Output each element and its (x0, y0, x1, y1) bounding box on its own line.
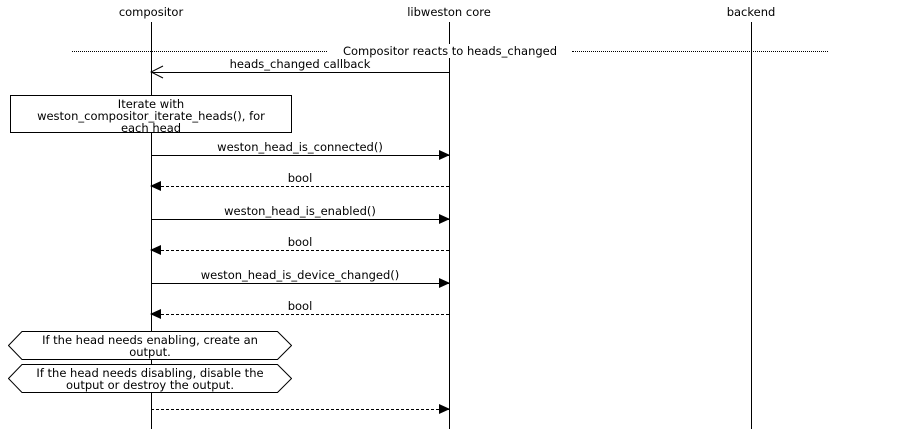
message-label: weston_head_is_device_changed() (200, 268, 400, 282)
arrowhead-filled-left-icon (150, 181, 161, 191)
divider-line-left (72, 51, 327, 52)
note-head-needs-enabling: If the head needs enabling, create an ou… (8, 331, 292, 360)
arrowhead-filled-left-icon (150, 245, 161, 255)
note-iterate-heads: Iterate with weston_compositor_iterate_h… (10, 95, 292, 134)
message-label: bool (287, 235, 313, 249)
hexagon-shape-icon (8, 331, 292, 360)
arrowhead-filled-right-icon (439, 404, 450, 414)
arrowhead-filled-left-icon (150, 309, 161, 319)
arrowhead-filled-right-icon (439, 150, 450, 160)
participant-label-backend: backend (726, 5, 776, 19)
message-label: bool (287, 171, 313, 185)
note-head-needs-disabling: If the head needs disabling, disable the… (8, 364, 292, 393)
participant-label-compositor: compositor (118, 5, 184, 19)
message-line (151, 72, 449, 73)
message-label: heads_changed callback (229, 57, 371, 71)
lifeline-libweston-core (449, 22, 450, 429)
lifeline-backend (751, 22, 752, 429)
divider-compositor-reacts: Compositor reacts to heads_changed (0, 44, 900, 58)
hexagon-shape-icon (8, 364, 292, 393)
message-label: weston_head_is_enabled() (224, 204, 376, 218)
note-text: If the head needs disabling, disable the… (36, 365, 264, 392)
arrowhead-filled-right-icon (439, 278, 450, 288)
message-line (151, 314, 449, 315)
message-label: bool (287, 299, 313, 313)
divider-label: Compositor reacts to heads_changed (340, 44, 560, 58)
message-line (151, 186, 449, 187)
message-line (151, 155, 449, 156)
arrowhead-filled-right-icon (439, 214, 450, 224)
note-text: If the head needs enabling, create an ou… (42, 332, 258, 359)
message-line (151, 250, 449, 251)
message-line (151, 283, 449, 284)
arrowhead-open-left-icon (150, 65, 164, 79)
message-label: weston_head_is_connected() (217, 140, 383, 154)
participant-label-libweston-core: libweston core (407, 5, 491, 19)
lifeline-compositor (151, 22, 152, 429)
message-line (151, 409, 449, 410)
divider-line-right (572, 51, 828, 52)
message-line (151, 219, 449, 220)
